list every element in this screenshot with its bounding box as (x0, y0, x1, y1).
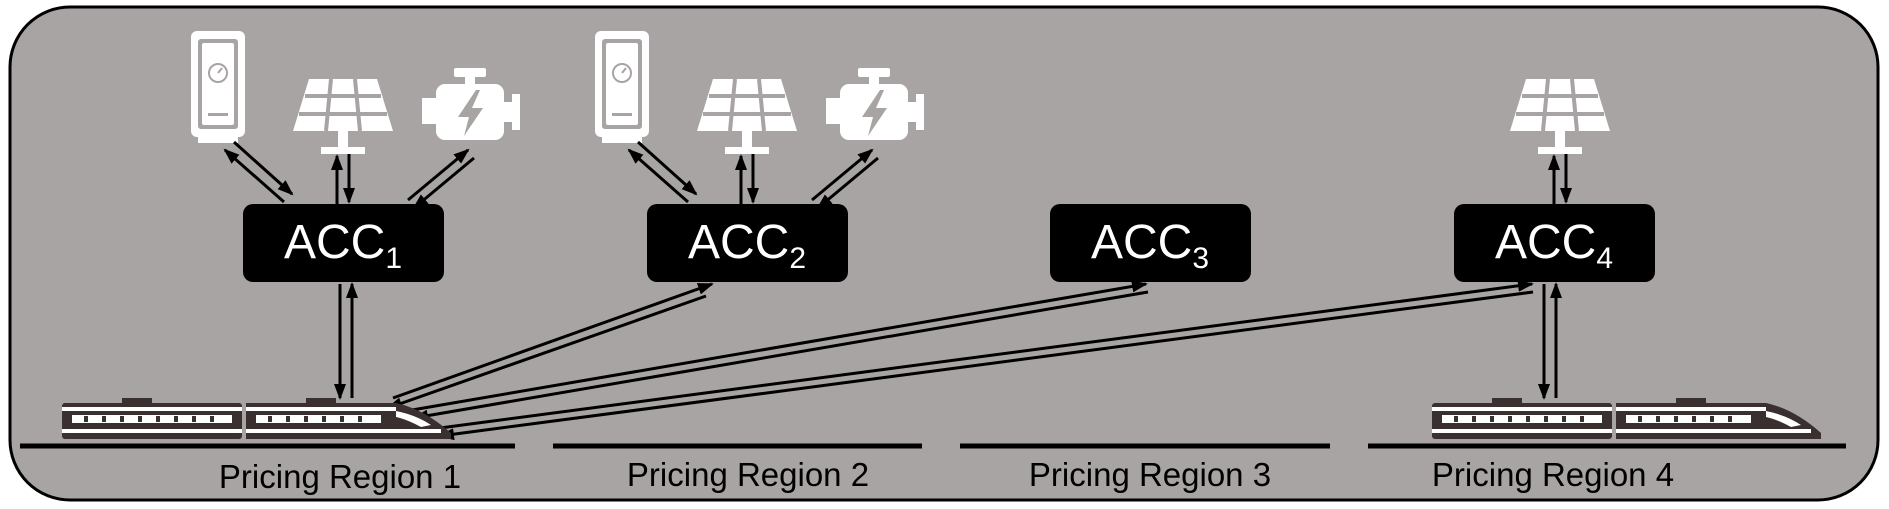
train-icon (62, 398, 451, 439)
train-icon (1432, 398, 1821, 439)
region-label-2: Pricing Region 2 (627, 456, 869, 493)
acc-label-2: ACC2 (688, 216, 806, 275)
battery-icon (190, 30, 246, 144)
acc-box-4: ACC4 (1454, 204, 1655, 282)
region-label-3: Pricing Region 3 (1029, 456, 1271, 493)
acc-box-1: ACC1 (243, 204, 444, 282)
battery-icon (594, 30, 650, 144)
bidirectional-links (223, 140, 1572, 441)
region-label-4: Pricing Region 4 (1432, 456, 1674, 493)
acc-label-1: ACC1 (284, 216, 402, 275)
acc-box-2: ACC2 (647, 204, 848, 282)
region-label-1: Pricing Region 1 (219, 458, 461, 495)
acc-label-4: ACC4 (1495, 216, 1613, 275)
acc-label-3: ACC3 (1091, 216, 1209, 275)
acc-box-3: ACC3 (1050, 204, 1251, 282)
